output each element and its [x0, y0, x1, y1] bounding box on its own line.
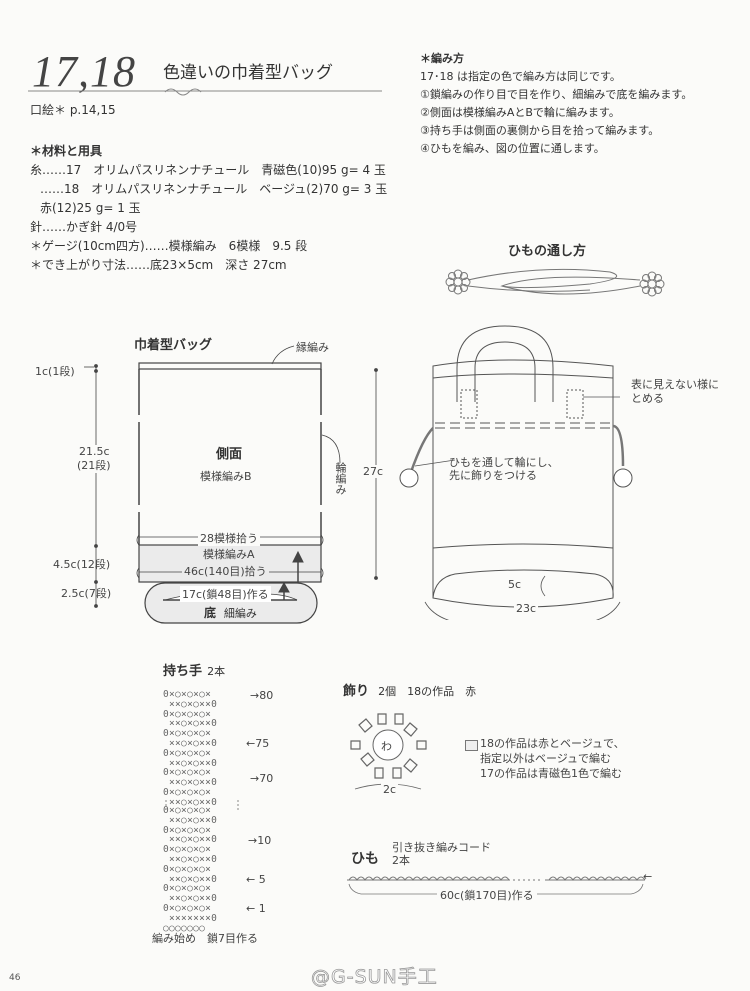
row-marker-75: ←75	[246, 737, 270, 750]
finished-bag-illustration	[399, 325, 633, 620]
instruction-step: ①鎖編みの作り目で目を作り、細編みで底を編みます。	[420, 88, 693, 101]
instruction-step: ④ひもを編み、図の位置に通します。	[420, 142, 605, 155]
materials-heading: ＊材料と用具	[30, 144, 103, 158]
pattern-number: 17,18	[32, 47, 136, 96]
round-knit-label: 輪編み	[334, 462, 347, 495]
handle-stitch-chart-top: 0×○×○×○× ××○×○××0 0×○×○×○× ××○×○××0 0×○×…	[163, 689, 218, 808]
color-legend-line: 18の作品は赤とベージュで、	[480, 737, 625, 750]
ornament-title: 飾り	[343, 684, 370, 699]
yarn-18: ……18 オリムパスリネンナチュール ベージュ(2)70 g= 3 玉	[40, 182, 388, 196]
bag-diagram-title: 巾着型バッグ	[134, 338, 213, 353]
instructions-heading: ＊編み方	[420, 52, 464, 65]
attach-note: 表に見えない様に とめる	[631, 378, 719, 406]
side-pattern-label: 模様編みB	[200, 470, 252, 483]
handle-start-note: 編み始め 鎖7目作る	[152, 932, 258, 945]
chain-17-label: 17c(鎖48目)作る	[180, 586, 271, 602]
row-marker-10: →10	[248, 834, 272, 847]
cord-direction-arrow: ←	[643, 870, 653, 883]
bottom-label: 底	[204, 606, 217, 620]
cord-type: 引き抜き編みコード	[392, 841, 491, 854]
dim-pattern-a: 4.5c(12段)	[53, 558, 111, 571]
attach-note-line: とめる	[631, 392, 664, 405]
cord-chart	[347, 876, 646, 895]
instruction-step: ②側面は模様編みAとBで輪に編みます。	[420, 106, 620, 119]
color-legend-line: 指定以外はベージュで編む	[480, 752, 612, 765]
pattern-a-label: 模様編みA	[203, 548, 255, 561]
attach-note-line: 表に見えない様に	[631, 378, 719, 391]
row-marker-1: ← 1	[246, 902, 266, 915]
color-legend-swatch	[465, 740, 478, 751]
materials-section: ＊材料と用具 糸……17 オリムパスリネンナチュール 青磁色(10)95 g= …	[30, 142, 400, 275]
title-divider	[28, 88, 382, 96]
magic-ring-label: わ	[381, 740, 392, 753]
finished-size: ＊でき上がり寸法……底23×5cm 深さ 27cm	[30, 258, 287, 272]
handle-title-group: 持ち手 2本	[163, 660, 225, 679]
cord-title: ひも	[351, 851, 379, 867]
cord-chain-label: 60c(鎖170目)作る	[437, 887, 537, 903]
handle-title: 持ち手	[163, 664, 203, 679]
ornament-size: 2c	[381, 783, 399, 796]
yarn-18-red: 赤(12)25 g= 1 玉	[40, 201, 141, 215]
cord-threading-title: ひもの通し方	[508, 244, 587, 259]
ornament-info: 2個 18の作品 赤	[378, 685, 477, 698]
dim-total: 27c	[363, 465, 384, 478]
ornament-title-group: 飾り 2個 18の作品 赤	[343, 680, 476, 699]
watermark: @G-SUN手工	[311, 966, 438, 989]
edge-label: 縁編み	[296, 341, 329, 354]
instruction-step: 17･18 は指定の色で編み方は同じです。	[420, 70, 621, 83]
cord-note-line: ひもを通して輪にし、	[449, 456, 559, 469]
bottom-label-group: 底 細編み	[204, 604, 257, 621]
handle-count: 2本	[207, 665, 226, 678]
dim-side-cm: 21.5c	[79, 445, 110, 458]
ornament-chart	[350, 713, 427, 790]
pick-28-label: 28模様拾う	[198, 530, 260, 546]
side-label: 側面	[216, 447, 243, 462]
instruction-step: ③持ち手は側面の裏側から目を拾って編みます。	[420, 124, 660, 137]
color-legend: 18の作品は赤とベージュで、 指定以外はベージュで編む 17の作品は青磁色1色で…	[480, 736, 625, 781]
cord-note-line: 先に飾りをつける	[449, 469, 537, 482]
cord-threading-diagram	[445, 268, 665, 297]
chart-break	[165, 800, 239, 810]
pattern-title: 色違いの巾着型バッグ	[163, 63, 333, 83]
bag-depth-label: 5c	[508, 578, 522, 591]
dim-bottom: 2.5c(7段)	[61, 587, 112, 600]
frontispiece-ref: 口絵＊ p.14,15	[30, 103, 116, 117]
dim-side-rows: (21段)	[77, 457, 111, 473]
bag-width-label: 23c	[514, 602, 539, 615]
needle: 針……かぎ針 4/0号	[30, 220, 138, 234]
cord-count: 2本	[392, 854, 410, 867]
bottom-stitch-label: 細編み	[223, 607, 257, 620]
cord-note: ひもを通して輪にし、 先に飾りをつける	[449, 456, 559, 482]
flower-icon	[639, 271, 665, 297]
row-marker-5: ← 5	[246, 873, 266, 886]
cord-type-group: 引き抜き編みコード 2本	[392, 841, 491, 867]
row-marker-70: →70	[250, 772, 274, 785]
yarn-17: 糸……17 オリムパスリネンナチュール 青磁色(10)95 g= 4 玉	[30, 163, 386, 177]
color-legend-line: 17の作品は青磁色1色で編む	[480, 767, 622, 780]
page-number: 46	[9, 973, 21, 983]
dim-edge: 1c(1段)	[35, 365, 75, 378]
row-marker-80: →80	[250, 689, 274, 702]
pick-46-label: 46c(140目)拾う	[182, 563, 269, 579]
flower-icon	[445, 269, 471, 295]
handle-stitch-chart-bottom: 0×○×○×○× ××○×○××0 0×○×○×○× ××○×○××0 0×○×…	[163, 805, 218, 934]
gauge: ＊ゲージ(10cm四方)……模様編み 6模様 9.5 段	[30, 239, 308, 253]
instructions-section: ＊編み方 17･18 は指定の色で編み方は同じです。 ①鎖編みの作り目で目を作り…	[420, 50, 740, 158]
